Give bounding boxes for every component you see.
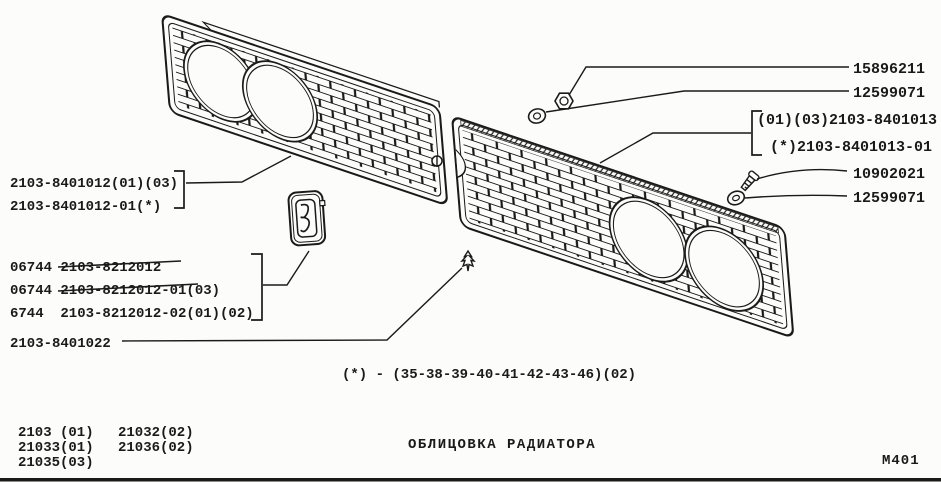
strikethrough-emblem-a bbox=[57, 260, 182, 268]
page-code: M401 bbox=[882, 453, 920, 469]
leader-nut bbox=[568, 66, 849, 96]
left-grille-inner-frame bbox=[168, 22, 442, 197]
left-grille-back-panel-edge bbox=[201, 20, 441, 108]
washer-lower-drawing bbox=[726, 190, 746, 206]
model-item: 21036(02) bbox=[118, 440, 194, 456]
emblem-boat-symbol bbox=[300, 203, 311, 233]
left-grille-side-latch bbox=[431, 155, 443, 167]
leader-screw bbox=[756, 168, 848, 180]
callout-nut: 15896211 bbox=[853, 61, 925, 78]
nut-drawing bbox=[554, 92, 574, 110]
leader-right-grille bbox=[599, 132, 751, 164]
callout-washer-lower: 12599071 bbox=[853, 190, 925, 207]
right-grille-top-seal-strip bbox=[460, 119, 779, 234]
left-grille-headlamp-opening-inner-2 bbox=[246, 64, 314, 139]
callout-left-grille-b: 2103-8401012-01(*) bbox=[10, 199, 161, 215]
callout-clip: 2103-8401022 bbox=[10, 336, 111, 352]
left-grille-drawing bbox=[161, 15, 448, 205]
leader-lines bbox=[57, 66, 849, 342]
model-list: 2103 (01) 21032(02) 21033(01) 21036(02) … bbox=[18, 425, 194, 471]
callout-emblem-c: 6744 2103-8212012-02(01)(02) bbox=[10, 306, 254, 322]
washer-upper-drawing bbox=[527, 108, 547, 124]
emblem-drawing bbox=[287, 190, 327, 247]
right-grille-edge-notch bbox=[455, 149, 467, 178]
callout-screw: 10902021 bbox=[853, 166, 925, 183]
bottom-border bbox=[0, 478, 941, 482]
page-title: ОБЛИЦОВКА РАДИАТОРА bbox=[408, 437, 596, 453]
bracket-right-grille bbox=[751, 110, 762, 156]
footnote: (*) - (35-38-39-40-41-42-43-46)(02) bbox=[342, 367, 636, 383]
leader-washer-upper bbox=[545, 90, 849, 113]
strikethrough-emblem-b bbox=[57, 283, 199, 292]
right-grille-drawing bbox=[451, 117, 794, 337]
clip-drawing bbox=[460, 249, 476, 272]
model-item: 21033(01) bbox=[18, 440, 94, 456]
callout-left-grille-a: 2103-8401012(01)(03) bbox=[10, 176, 178, 192]
bracket-emblem bbox=[251, 253, 263, 321]
callout-washer-upper: 12599071 bbox=[853, 85, 925, 102]
leader-left-grille bbox=[185, 155, 292, 184]
callout-emblem-a: 06744 2103-8212012 bbox=[10, 260, 161, 276]
leader-clip bbox=[121, 267, 463, 342]
model-item: 2103 (01) bbox=[18, 425, 94, 441]
callout-labels: 15896211 12599071 (01)(03)2103-8401013 (… bbox=[10, 61, 937, 352]
leader-washer-lower bbox=[744, 194, 848, 199]
right-grille-headlamp-opening-inner-2 bbox=[688, 229, 760, 308]
callout-emblem-b: 06744 2103-8212012-01(03) bbox=[10, 283, 220, 299]
bracket-left-grille bbox=[174, 170, 185, 209]
callout-right-grille-b: (*)2103-8401013-01 bbox=[770, 139, 932, 156]
right-grille-headlamp-opening-inner-1 bbox=[612, 200, 685, 279]
model-item: 21032(02) bbox=[118, 425, 194, 441]
model-item: 21035(03) bbox=[18, 455, 94, 471]
leader-emblem bbox=[263, 250, 310, 286]
callout-right-grille-a: (01)(03)2103-8401013 bbox=[757, 112, 937, 129]
screw-drawing bbox=[740, 170, 760, 192]
